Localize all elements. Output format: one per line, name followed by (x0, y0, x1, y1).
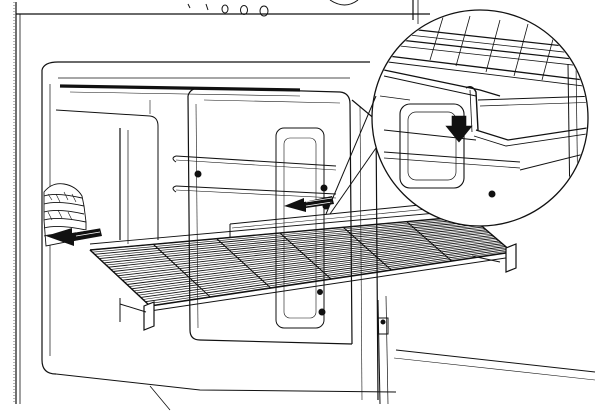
rack-frame-front (149, 251, 513, 307)
rack-cross-wire (406, 221, 453, 262)
rack-frame-back-rail (89, 209, 471, 245)
arrow-left-icon (284, 196, 334, 212)
rack-end-cap-left (143, 301, 155, 331)
rack-frame-front-lower (149, 256, 513, 312)
oven-wire-rack (89, 199, 517, 331)
rack-cross-wire (279, 232, 332, 280)
baked-bread-icon (43, 183, 87, 247)
shelf-runners-left (172, 155, 337, 316)
rack-leg-left (119, 303, 147, 313)
rack-cross-wire (342, 226, 392, 271)
detail-zoom-icon (325, 9, 589, 227)
control-knobs (187, 0, 359, 17)
oven-frame (13, 0, 430, 404)
arrow-left-icon (46, 227, 102, 246)
rack-frame-back (89, 215, 471, 251)
rack-cross-wire (152, 243, 211, 298)
rack-leg-right (471, 255, 501, 263)
rack-end-cap-right (505, 243, 517, 273)
arrow-down-icon (445, 115, 473, 143)
oven-cavity (41, 61, 596, 411)
rack-cross-wire (216, 238, 272, 289)
rack-stop-tab (377, 317, 389, 335)
rack-frame-left (89, 249, 151, 307)
